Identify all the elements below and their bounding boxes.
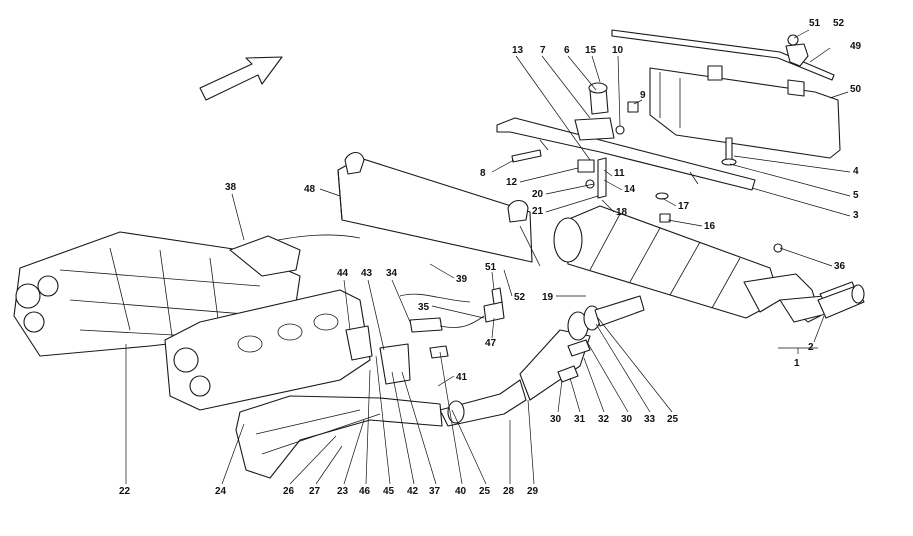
callout-30-left: 30 [550, 414, 562, 425]
hanger-bolts [511, 137, 737, 223]
callout-17: 17 [678, 201, 690, 212]
right-cylinder-head [164, 289, 443, 479]
callout-40: 40 [455, 486, 467, 497]
rear-heat-shield [649, 65, 841, 159]
callout-10: 10 [612, 45, 624, 56]
callout-23: 23 [337, 486, 349, 497]
callout-28: 28 [503, 486, 515, 497]
callout-51-mid: 51 [485, 262, 497, 273]
callout-45: 45 [383, 486, 395, 497]
callout-18: 18 [616, 207, 628, 218]
support-rail-bracket [496, 117, 756, 191]
callout-4: 4 [853, 166, 859, 177]
callout-41: 41 [456, 372, 468, 383]
callout-1: 1 [794, 358, 800, 369]
callout-46: 46 [359, 486, 371, 497]
callout-16: 16 [704, 221, 716, 232]
callout-25-right: 25 [667, 414, 679, 425]
callout-5: 5 [853, 190, 859, 201]
callout-30-right: 30 [621, 414, 633, 425]
callout-labels: 51 52 49 50 13 7 6 15 10 9 4 11 8 12 14 … [119, 18, 862, 497]
callout-9: 9 [640, 90, 646, 101]
callout-37: 37 [429, 486, 441, 497]
catalytic-converter [439, 295, 645, 427]
callout-8: 8 [480, 168, 486, 179]
callout-42: 42 [407, 486, 419, 497]
callout-49: 49 [850, 41, 862, 52]
exhaust-mount-block [574, 82, 639, 141]
callout-51-top: 51 [809, 18, 821, 29]
callout-2: 2 [808, 342, 814, 353]
rear-muffler [553, 205, 861, 323]
callout-35: 35 [418, 302, 430, 313]
callout-43: 43 [361, 268, 373, 279]
callout-47: 47 [485, 338, 497, 349]
callout-50: 50 [850, 84, 862, 95]
callout-27: 27 [309, 486, 321, 497]
callout-26: 26 [283, 486, 295, 497]
callout-7: 7 [540, 45, 546, 56]
callout-20: 20 [532, 189, 544, 200]
callout-6: 6 [564, 45, 570, 56]
callout-34: 34 [386, 268, 398, 279]
callout-14: 14 [624, 184, 636, 195]
callout-24: 24 [215, 486, 227, 497]
callout-11: 11 [614, 168, 625, 179]
callout-52-top: 52 [833, 18, 845, 29]
oxygen-sensors [277, 234, 505, 385]
callout-3: 3 [853, 210, 859, 221]
callout-44: 44 [337, 268, 349, 279]
callout-15: 15 [585, 45, 597, 56]
callout-19: 19 [542, 292, 554, 303]
callout-13: 13 [512, 45, 524, 56]
callout-25-bottom: 25 [479, 486, 491, 497]
callout-32: 32 [598, 414, 610, 425]
upper-heat-shield [611, 29, 835, 81]
callout-48: 48 [304, 184, 316, 195]
callout-31: 31 [574, 414, 586, 425]
tailpipe [817, 284, 865, 319]
callout-38: 38 [225, 182, 237, 193]
callout-12: 12 [506, 177, 518, 188]
leader-lines [125, 29, 851, 485]
direction-arrow-icon [199, 56, 283, 101]
central-heat-shield [337, 151, 541, 267]
callout-52-mid: 52 [514, 292, 526, 303]
callout-36: 36 [834, 261, 846, 272]
callout-33: 33 [644, 414, 656, 425]
callout-22: 22 [119, 486, 131, 497]
callout-21: 21 [532, 206, 544, 217]
callout-29: 29 [527, 486, 539, 497]
callout-39: 39 [456, 274, 468, 285]
